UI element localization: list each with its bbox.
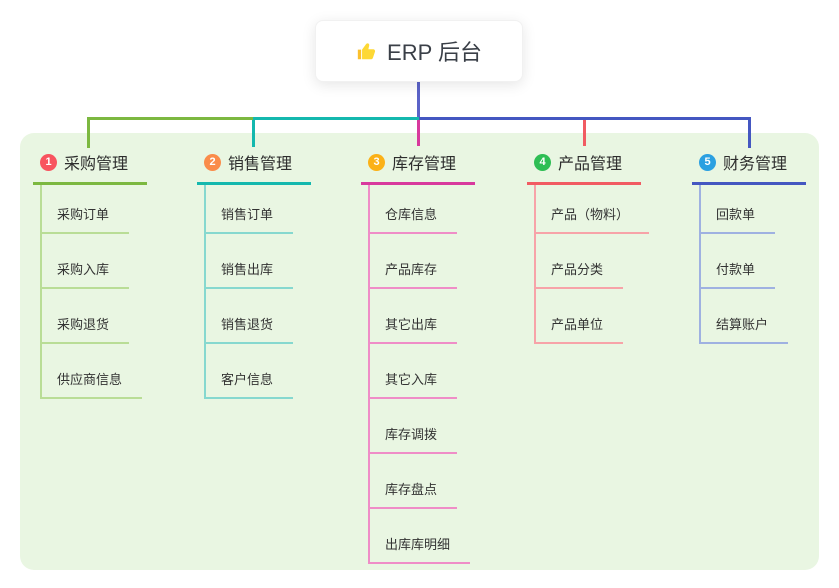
child-node[interactable]: 其它出库 (370, 289, 458, 344)
child-node[interactable]: 结算账户 (701, 289, 789, 344)
child-node[interactable]: 采购订单 (42, 185, 130, 234)
root-node-label: ERP 后台 (387, 40, 482, 65)
branch-node-sales[interactable]: 2 销售管理 (197, 148, 311, 185)
child-node[interactable]: 供应商信息 (42, 344, 143, 399)
branch-label: 销售管理 (228, 156, 293, 173)
child-node[interactable]: 仓库信息 (370, 185, 458, 234)
child-node[interactable]: 产品单位 (536, 289, 624, 344)
child-node[interactable]: 销售出库 (206, 234, 294, 289)
connector-drop-finance (748, 117, 751, 148)
branch-children: 产品（物料） 产品分类 产品单位 (534, 185, 650, 344)
child-node[interactable]: 其它入库 (370, 344, 458, 399)
connector-drop-purchase (87, 117, 90, 148)
connector-bus-right (419, 117, 751, 120)
branches-panel (20, 133, 819, 570)
branch-label: 采购管理 (64, 156, 129, 173)
branch-children: 销售订单 销售出库 销售退货 客户信息 (204, 185, 311, 399)
root-node[interactable]: ERP 后台 (315, 20, 523, 82)
child-node[interactable]: 产品（物料） (536, 185, 650, 234)
connector-bus-sales (253, 117, 419, 120)
connector-bus-purchase (87, 117, 253, 120)
child-node[interactable]: 采购退货 (42, 289, 130, 344)
connector-drop-product (583, 120, 586, 146)
branch-purchase: 1 采购管理 采购订单 采购入库 采购退货 供应商信息 (33, 148, 147, 399)
child-node[interactable]: 采购入库 (42, 234, 130, 289)
branch-children: 采购订单 采购入库 采购退货 供应商信息 (40, 185, 147, 399)
branch-number-badge: 2 (204, 153, 221, 171)
branch-label: 财务管理 (723, 156, 788, 173)
branch-product: 4 产品管理 产品（物料） 产品分类 产品单位 (527, 148, 650, 344)
branch-node-purchase[interactable]: 1 采购管理 (33, 148, 147, 185)
child-node[interactable]: 销售订单 (206, 185, 294, 234)
child-node[interactable]: 出库库明细 (370, 509, 471, 564)
child-node[interactable]: 客户信息 (206, 344, 294, 399)
branch-children: 仓库信息 产品库存 其它出库 其它入库 库存调拨 库存盘点 出库库明细 (368, 185, 475, 564)
branch-number-badge: 5 (699, 153, 716, 171)
branch-finance: 5 财务管理 回款单 付款单 结算账户 (692, 148, 806, 344)
branch-node-finance[interactable]: 5 财务管理 (692, 148, 806, 185)
branch-number-badge: 1 (40, 153, 57, 171)
branch-children: 回款单 付款单 结算账户 (699, 185, 806, 344)
child-node[interactable]: 产品库存 (370, 234, 458, 289)
branch-number-badge: 4 (534, 153, 551, 171)
connector-root-stem (417, 82, 420, 118)
child-node[interactable]: 回款单 (701, 185, 776, 234)
connector-drop-sales (252, 120, 255, 147)
connector-drop-inventory (417, 120, 420, 146)
branch-node-inventory[interactable]: 3 库存管理 (361, 148, 475, 185)
branch-label: 库存管理 (392, 156, 457, 173)
child-node[interactable]: 销售退货 (206, 289, 294, 344)
child-node[interactable]: 产品分类 (536, 234, 624, 289)
thumbs-up-icon (356, 40, 378, 62)
child-node[interactable]: 付款单 (701, 234, 776, 289)
branch-inventory: 3 库存管理 仓库信息 产品库存 其它出库 其它入库 库存调拨 库存盘点 出库库… (361, 148, 475, 564)
branch-number-badge: 3 (368, 153, 385, 171)
branch-node-product[interactable]: 4 产品管理 (527, 148, 641, 185)
branch-label: 产品管理 (558, 156, 623, 173)
branch-sales: 2 销售管理 销售订单 销售出库 销售退货 客户信息 (197, 148, 311, 399)
child-node[interactable]: 库存盘点 (370, 454, 458, 509)
child-node[interactable]: 库存调拨 (370, 399, 458, 454)
